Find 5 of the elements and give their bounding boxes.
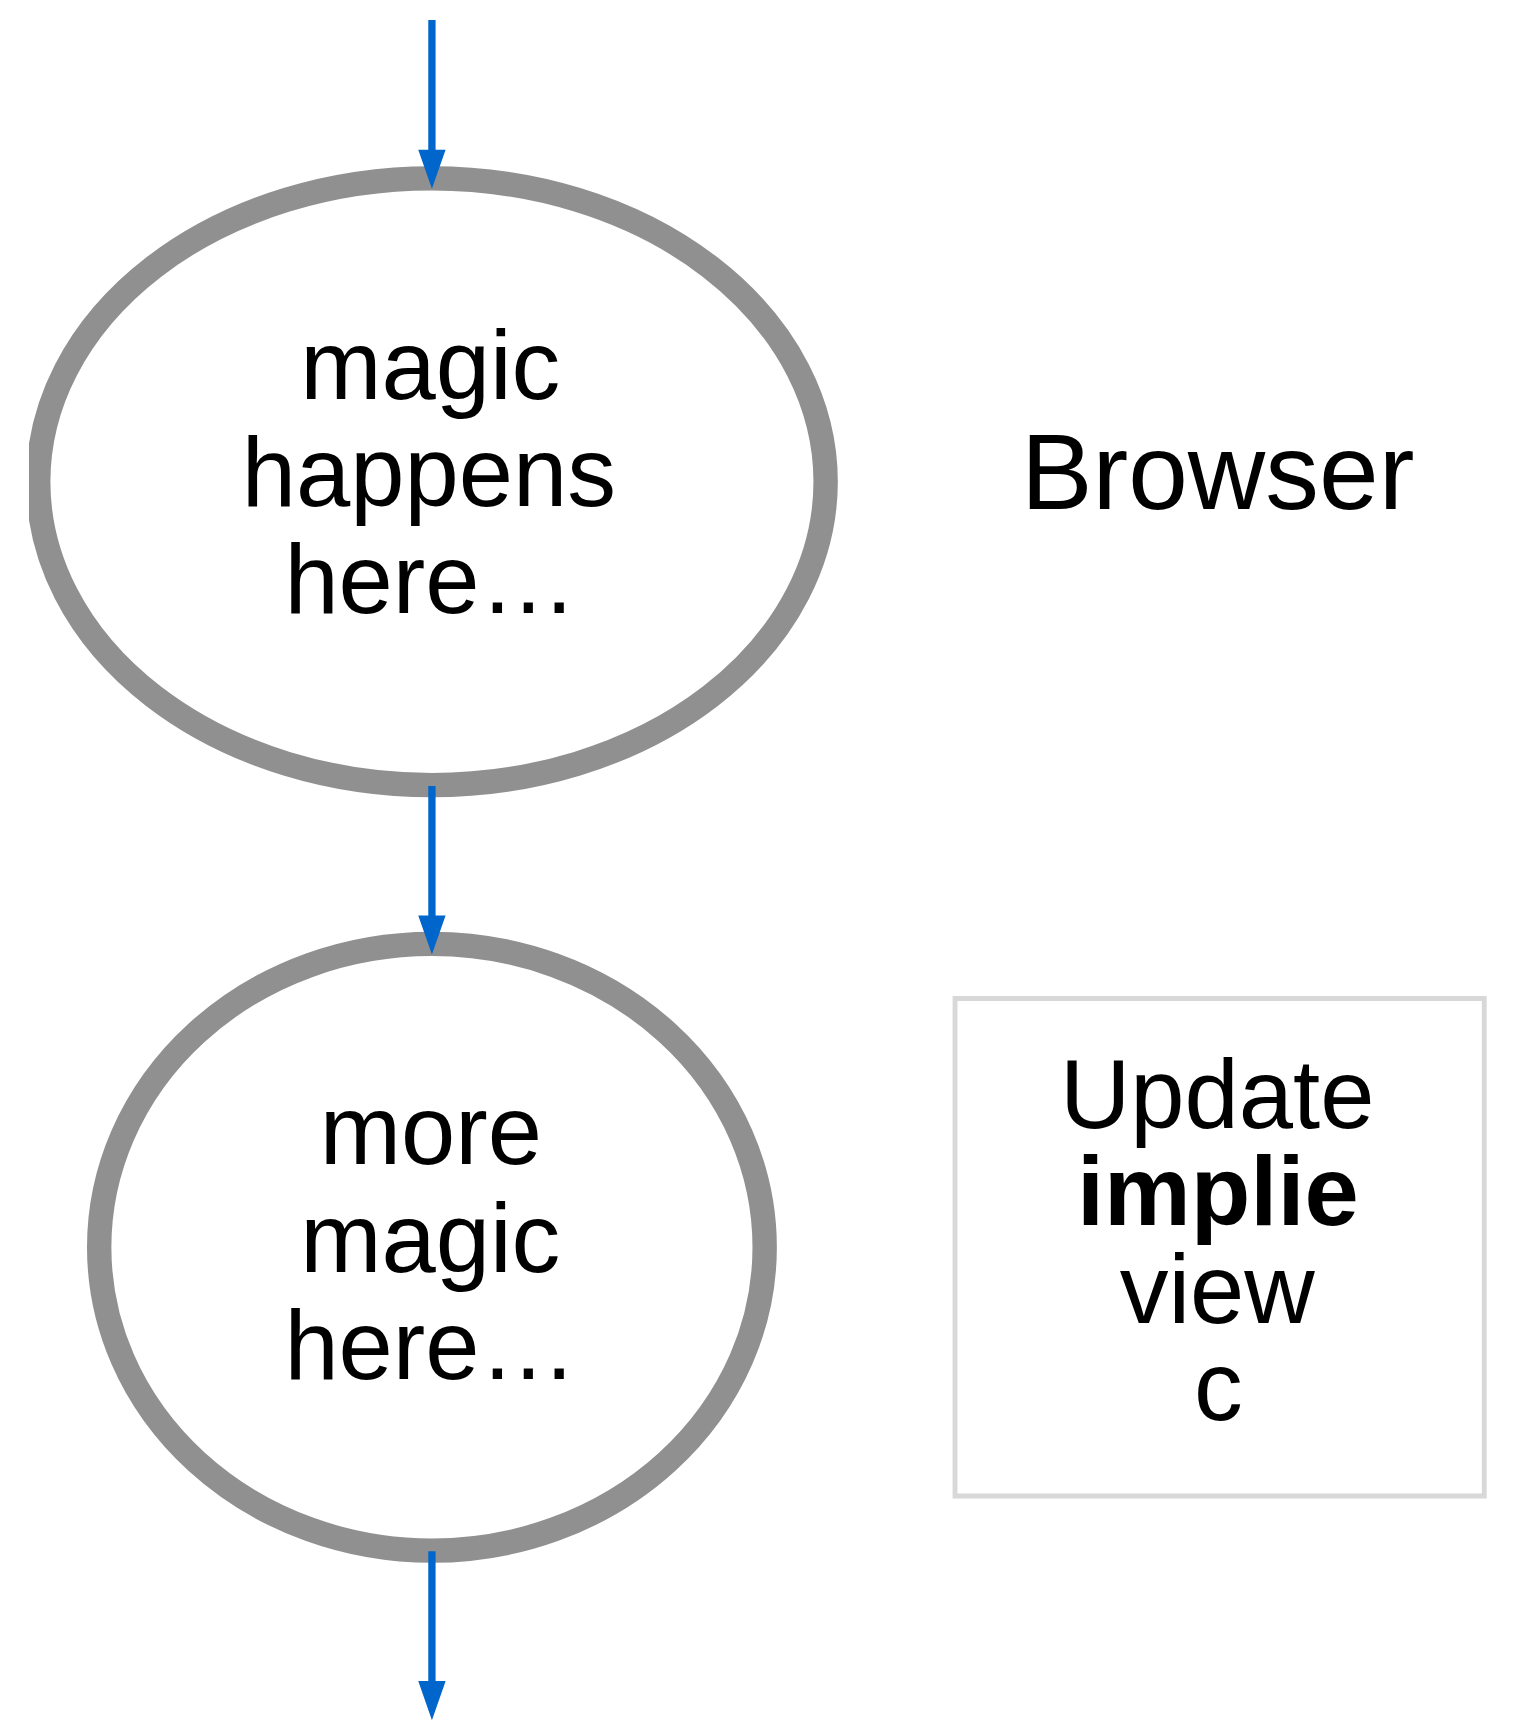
node-circle: more magic here… bbox=[87, 931, 777, 1563]
node-box: Update implie view c bbox=[952, 996, 1487, 1499]
label: Browser bbox=[1020, 412, 1415, 533]
node-ellipse: magic happens here… bbox=[29, 166, 838, 798]
arrow bbox=[418, 785, 446, 955]
